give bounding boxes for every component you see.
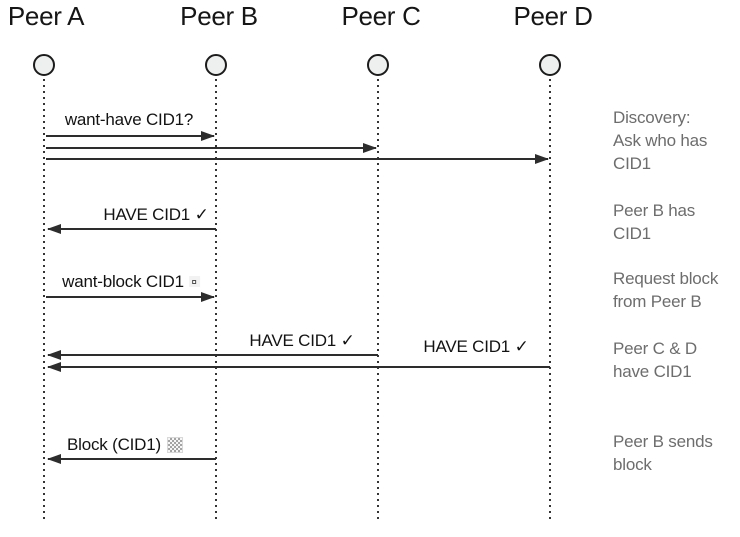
annotation-discovery: Discovery: Ask who has CID1 xyxy=(613,108,708,173)
peer-a-title: Peer A xyxy=(7,1,85,31)
message-text: want-block CID1 xyxy=(62,272,184,291)
block-request-icon xyxy=(188,276,200,287)
message-text: HAVE CID1 ✓ xyxy=(103,205,209,224)
annotation-peer-c-d-have: Peer C & D have CID1 xyxy=(613,339,697,381)
message-text: HAVE CID1 ✓ xyxy=(249,331,355,350)
annotation-peer-b-has: Peer B has CID1 xyxy=(613,201,696,243)
annotation-peer-b-sends: Peer B sends block xyxy=(613,432,713,474)
peer-c-node-circle xyxy=(367,54,389,76)
message-label-want-have: want-have CID1? xyxy=(64,110,194,129)
peer-d-node-circle xyxy=(539,54,561,76)
peer-a-node-circle xyxy=(33,54,55,76)
peer-b-title: Peer B xyxy=(180,1,258,31)
message-text: Block (CID1) xyxy=(67,435,161,454)
message-label-have-c: HAVE CID1 ✓ xyxy=(249,331,354,350)
peer-d-title: Peer D xyxy=(513,1,593,31)
peer-c-title: Peer C xyxy=(341,1,421,31)
message-label-block: Block (CID1) xyxy=(67,435,183,454)
peer-b-node-circle xyxy=(205,54,227,76)
message-text: want-have CID1? xyxy=(64,110,194,129)
message-label-want-block: want-block CID1 xyxy=(62,272,200,291)
message-label-have-d: HAVE CID1 ✓ xyxy=(423,337,528,356)
message-label-have-b: HAVE CID1 ✓ xyxy=(103,205,208,224)
message-text: HAVE CID1 ✓ xyxy=(423,337,529,356)
block-data-icon xyxy=(166,436,183,453)
annotation-request-block: Request block from Peer B xyxy=(613,269,719,311)
